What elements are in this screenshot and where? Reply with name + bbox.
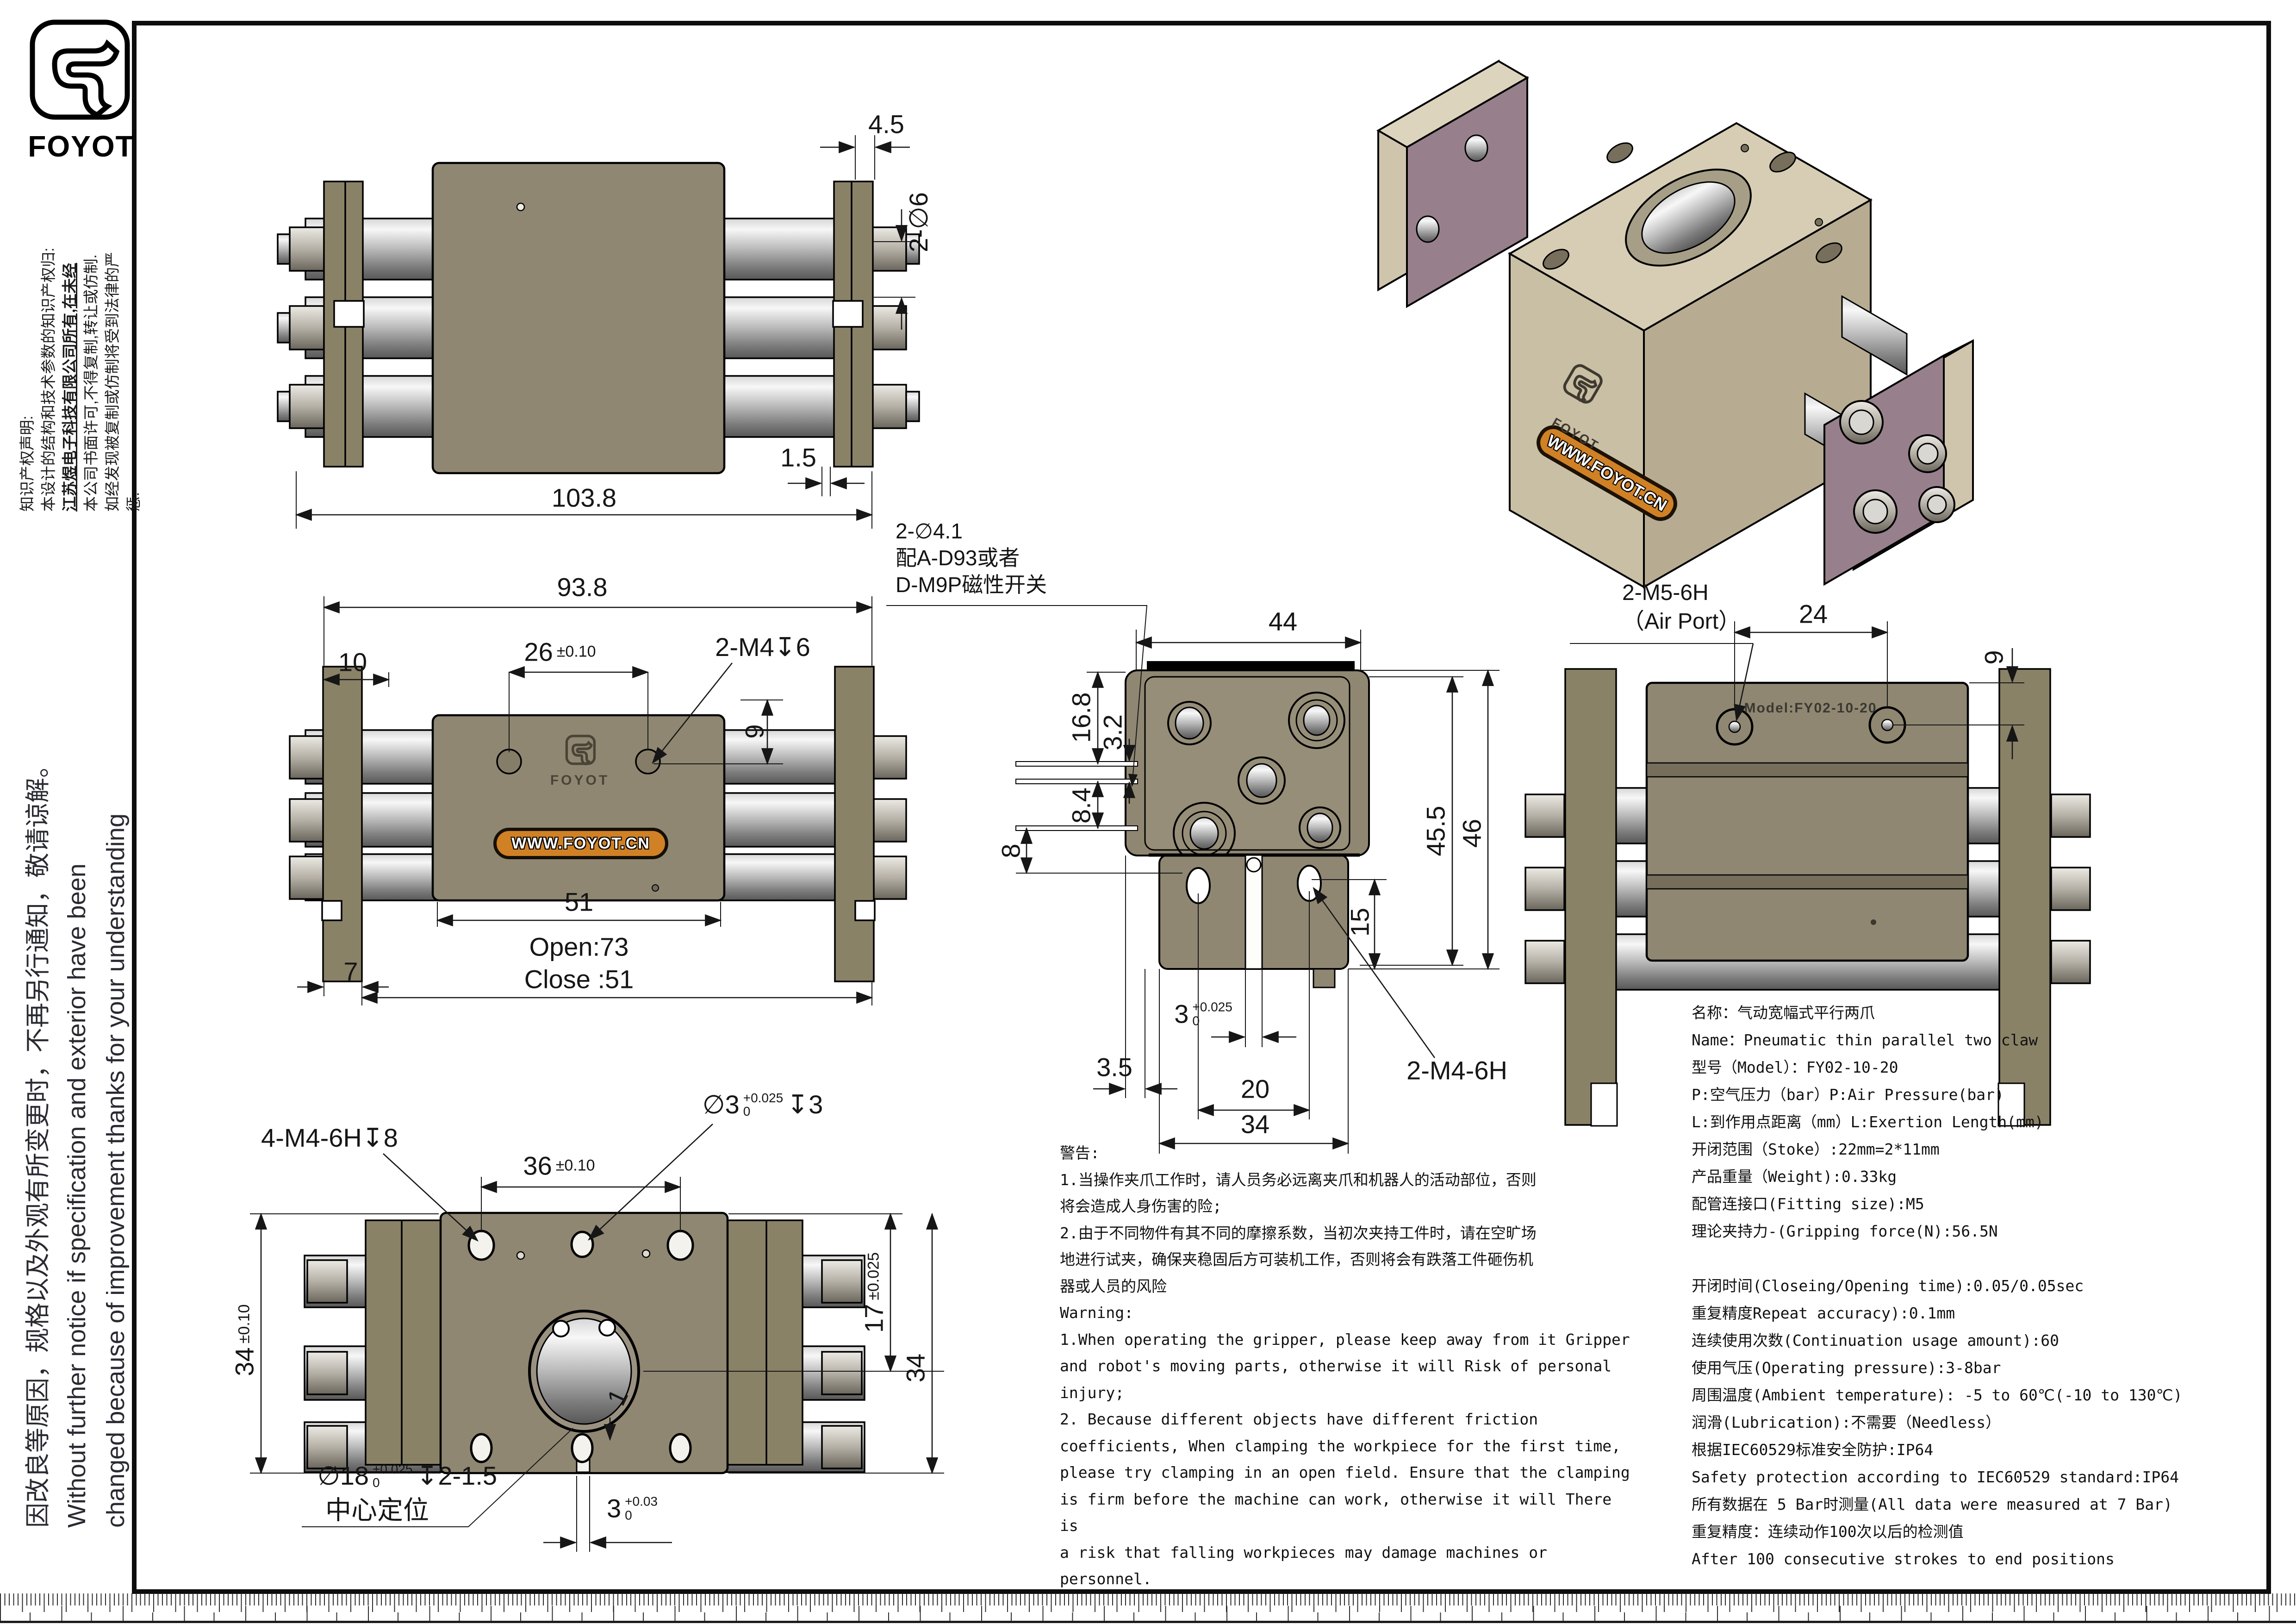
- spec-block-line-3: P:空气压力（bar）P:Air Pressure(bar): [1692, 1086, 2004, 1104]
- dim-v3-20: 20: [1240, 1074, 1270, 1104]
- dim-v3-3_2: 3.2: [1098, 714, 1127, 750]
- warning-block-line-14: a risk that falling workpieces may damag…: [1060, 1543, 1547, 1562]
- view-top: [277, 135, 920, 529]
- dim-v5-34-left: 34±0.10: [230, 1304, 259, 1376]
- view-isometric: [1376, 59, 1974, 589]
- dim-v1-2phi6: 2-∅6: [904, 192, 933, 252]
- dim-v2-7: 7: [343, 956, 358, 986]
- dim-v3-16_8: 16.8: [1066, 692, 1096, 743]
- spec-block-line-2: 型号（Model）：FY02-10-20: [1692, 1058, 1898, 1076]
- dim-v4-9: 9: [1979, 650, 2009, 665]
- warning-block-line-8: and robot's moving parts, otherwise it w…: [1060, 1357, 1612, 1375]
- front-view-logo-text: FOYOT: [550, 773, 610, 788]
- dim-v5-center-note: 中心定位: [325, 1495, 429, 1525]
- dim-v5-17: 17±0.025: [859, 1252, 889, 1333]
- dim-v3-15: 15: [1345, 907, 1375, 937]
- air-port-note: 2-M5-6H （Air Port）: [1622, 579, 1741, 636]
- dim-v2-2m4-depth6: 2-M4↧6: [715, 632, 810, 662]
- warning-block-line-10: 2. Because different objects have differ…: [1060, 1410, 1538, 1428]
- spec-block-line-11: 重复精度Repeat accuracy):0.1mm: [1692, 1304, 1955, 1322]
- magnetic-switch-note: 2-∅4.1 配A-D93或者 D-M9P磁性开关: [896, 518, 1047, 598]
- spec-block-line-14: 周围温度(Ambient temperature): -5 to 60℃(-10…: [1692, 1386, 2183, 1404]
- warning-block-line-2: 将会造成人身伤害的险;: [1060, 1197, 1222, 1215]
- view-bottom: [250, 1124, 944, 1552]
- spec-block-line-6: 产品重量（Weight):0.33kg: [1692, 1168, 1897, 1186]
- spec-block-line-7: 配管连接口(Fitting size):M5: [1692, 1195, 1924, 1213]
- dim-v5-4m4-6h-depth8: 4-M4-6H↧8: [261, 1123, 398, 1152]
- view-side: [1524, 621, 2091, 1127]
- spec-block-line-18: 所有数据在 5 Bar时测量(All data were measured at…: [1692, 1495, 2172, 1513]
- dim-v1-4_5: 4.5: [868, 109, 904, 139]
- dim-v1-1_5: 1.5: [780, 443, 816, 472]
- view-end: [886, 605, 1500, 1154]
- brand-block: FOYOT: [27, 18, 136, 163]
- warning-block-line-1: 1.当操作夹爪工作时，请人员务必远离夹爪和机器人的活动部位，否则: [1060, 1170, 1537, 1189]
- dim-v3-44: 44: [1268, 606, 1298, 636]
- dim-v4-24: 24: [1798, 599, 1828, 629]
- air-port-note-line-0: 2-M5-6H: [1622, 581, 1709, 605]
- warning-block-line-12: please try clamping in an open field. En…: [1060, 1463, 1630, 1481]
- dim-v3-34: 34: [1240, 1109, 1270, 1139]
- spec-block-line-13: 使用气压(Operating pressure):3-8bar: [1692, 1359, 2001, 1377]
- spec-block-line-0: 名称：气动宽幅式平行两爪: [1692, 1004, 1875, 1022]
- spec-block-line-9: [1692, 1245, 2275, 1272]
- dim-v2-93_8: 93.8: [557, 572, 608, 602]
- warning-block-line-7: 1.When operating the gripper, please kee…: [1060, 1330, 1630, 1349]
- magnetic-switch-note-line-1: 配A-D93或者: [896, 546, 1020, 570]
- air-port-note-line-1: （Air Port）: [1622, 609, 1741, 634]
- warning-block-line-11: coefficients, When clamping the workpiec…: [1060, 1437, 1621, 1455]
- dim-v3-3_5: 3.5: [1096, 1052, 1132, 1082]
- bottom-ruler-scale: [0, 1593, 2296, 1623]
- dim-v2-9: 9: [740, 724, 769, 739]
- dim-v3-46: 46: [1457, 818, 1487, 848]
- dim-v4-engraving: Model:FY02-10-20: [1744, 700, 1877, 716]
- brand-name: FOYOT: [28, 130, 135, 163]
- warning-block-line-15: personnel.: [1060, 1570, 1152, 1588]
- dim-v3-2m4-6h: 2-M4-6H: [1406, 1056, 1507, 1085]
- warning-block-line-5: 器或人员的风险: [1060, 1277, 1167, 1295]
- dim-v2-10: 10: [338, 647, 367, 677]
- spec-block-line-19: 重复精度：连续动作100次以后的检测值: [1692, 1523, 1964, 1541]
- warning-block-line-0: 警告:: [1060, 1144, 1100, 1162]
- spec-block-line-10: 开闭时间(Closeing/Opening time):0.05/0.05sec: [1692, 1277, 2084, 1295]
- dim-v3-8: 8: [996, 843, 1026, 858]
- magnetic-switch-note-line-2: D-M9P磁性开关: [896, 573, 1047, 597]
- dim-v5-34-right: 34: [901, 1353, 930, 1383]
- warning-block-line-4: 地进行试夹，确保夹稳固后方可装机工作，否则将会有跌落工件砸伤机: [1060, 1250, 1533, 1268]
- dim-v2-open: Open:73: [529, 932, 629, 962]
- spec-block-line-12: 连续使用次数(Continuation usage amount):60: [1692, 1331, 2060, 1349]
- front-view-web-label: WWW.FOYOT.CN: [493, 828, 668, 859]
- warning-block-line-13: is firm before the machine can work, oth…: [1060, 1490, 1612, 1535]
- spec-block-line-4: L:到作用点距离（mm）L:Exertion Length(mm): [1692, 1113, 2044, 1131]
- warning-block: 警告: 1.当操作夹爪工作时，请人员务必远离夹爪和机器人的活动部位，否则将会造成人…: [1060, 1140, 1634, 1593]
- spec-block-line-20: After 100 consecutive strokes to end pos…: [1692, 1550, 2115, 1568]
- foyot-logo-icon: [30, 19, 130, 120]
- spec-block-line-17: Safety protection according to IEC60529 …: [1692, 1468, 2179, 1486]
- spec-block-line-16: 根据IEC60529标准安全防护:IP64: [1692, 1441, 1934, 1459]
- dim-v2-close: Close :51: [524, 964, 634, 994]
- spec-block-line-1: Name：Pneumatic thin parallel two claw: [1692, 1031, 2038, 1049]
- spec-block-line-5: 开闭范围（Stoke）:22mm=2*11mm: [1692, 1140, 1940, 1158]
- dim-v3-45_5: 45.5: [1421, 806, 1450, 856]
- dim-v2-26: 26±0.10: [524, 637, 596, 667]
- spec-block: 名称：气动宽幅式平行两爪 Name：Pneumatic thin parallel…: [1692, 999, 2275, 1573]
- dim-v2-51: 51: [564, 887, 594, 917]
- spec-block-line-8: 理论夹持力-(Gripping force(N):56.5N: [1692, 1222, 1998, 1240]
- warning-block-line-9: injury;: [1060, 1383, 1125, 1402]
- spec-block-line-15: 润滑(Lubrication):不需要（Needless）: [1692, 1413, 2001, 1431]
- warning-block-line-6: Warning:: [1060, 1304, 1133, 1322]
- warning-block-line-3: 2.由于不同物件有其不同的摩擦系数，当初次夹持工件时，请在空旷场: [1060, 1224, 1537, 1242]
- magnetic-switch-note-line-0: 2-∅4.1: [896, 519, 963, 543]
- dim-v1-103_8: 103.8: [551, 483, 617, 512]
- drawing-border-frame: [132, 21, 2271, 1594]
- dim-v3-8_4: 8.4: [1066, 787, 1096, 824]
- dim-v5-36: 36±0.10: [523, 1151, 595, 1181]
